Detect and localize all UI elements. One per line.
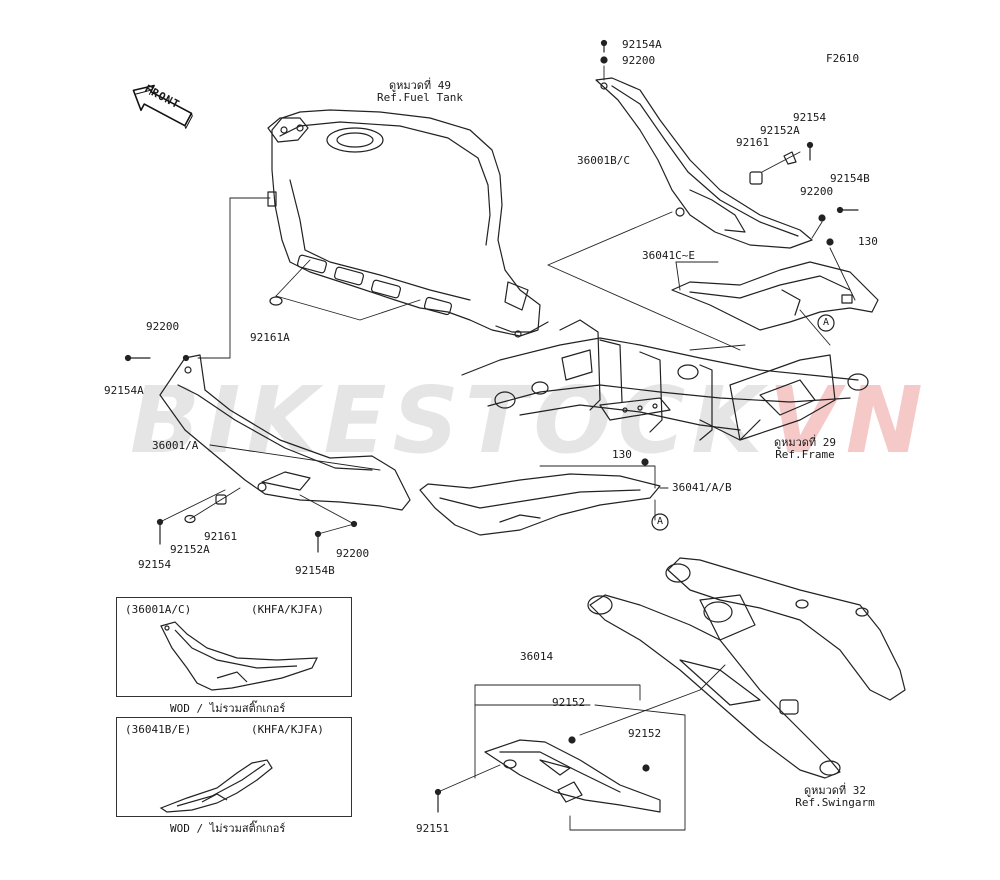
nut-92200-right-shape [818, 214, 826, 222]
marker-a-upper-shape [817, 314, 835, 332]
part-92161A: 92161A [250, 331, 290, 344]
diagram-code: F2610 [826, 52, 860, 65]
part-36014: 36014 [520, 650, 554, 663]
part-92152A-bottom: 92152A [170, 543, 210, 556]
washer-92152A-right-shape [783, 151, 797, 165]
part-92200-right: 92200 [800, 185, 834, 198]
left-cover-leaders [159, 444, 381, 535]
part-92161-bottom: 92161 [204, 530, 238, 543]
part-130-mid: 130 [612, 448, 632, 461]
part-92200-top: 92200 [622, 54, 656, 67]
side-cover-36001BC-shape [595, 77, 813, 249]
part-92154-right: 92154 [793, 111, 827, 124]
marker-a-lower: A [656, 516, 664, 527]
ref-swingarm-line2: Ref.Swingarm [795, 796, 875, 809]
part-92200-left: 92200 [146, 320, 180, 333]
part-92200-bottom: 92200 [336, 547, 370, 560]
nut-92152-b-shape [642, 764, 650, 772]
nut-92200-left-shape [182, 354, 190, 362]
part-92154-bottom: 92154 [138, 558, 172, 571]
ref-frame-line1: ดูหมวดที่ 29 [773, 436, 837, 449]
nut-92200-top-shape [600, 56, 608, 64]
bolt-92154A-top-shape [600, 39, 608, 53]
part-36041CE: 36041C~E [642, 249, 695, 262]
nut-130-mid-shape [641, 458, 649, 466]
marker-a-upper: A [822, 317, 830, 328]
side-cover-36001A-shape [159, 354, 411, 511]
part-92154A-top: 92154A [622, 38, 662, 51]
part-130-right: 130 [858, 235, 878, 248]
watermark-accent: VN [768, 367, 929, 474]
inset-36041-model: (KHFA/KJFA) [251, 723, 324, 736]
ref-frame-line2: Ref.Frame [775, 448, 835, 461]
bolt-92154A-left-shape [124, 354, 151, 362]
frame-shape [461, 319, 869, 441]
nut-130-right-shape [826, 238, 834, 246]
under-cover-36041AB-shape [419, 473, 661, 536]
part-92154A-left: 92154A [104, 384, 144, 397]
part-92154B-right: 92154B [830, 172, 870, 185]
right-cover-leaders [603, 65, 823, 239]
part-92152-b: 92152 [628, 727, 662, 740]
chain-guard-leaders [437, 664, 726, 831]
part-36001BC: 36001B/C [577, 154, 630, 167]
ref-fuel-tank-line2: Ref.Fuel Tank [376, 91, 464, 104]
swingarm-shape [587, 557, 906, 779]
part-36041AB: 36041/A/B [672, 481, 732, 494]
bolt-92154-shape [156, 518, 164, 545]
nut-92152-a-shape [568, 736, 576, 744]
part-92154B-bottom: 92154B [295, 564, 335, 577]
part-92161-right: 92161 [736, 136, 770, 149]
under-cover-36041CE-shape [671, 261, 879, 331]
inset-36041-note: WOD / ไม่รวมสติ๊กเกอร์ [170, 822, 286, 835]
inset-36001-note: WOD / ไม่รวมสติ๊กเกอร์ [170, 702, 286, 715]
grommet-92161-shape [215, 494, 227, 505]
under-cover-ce-leaders [675, 247, 856, 346]
inset-36001-shape [160, 621, 318, 691]
fuel-tank-shape [267, 109, 549, 338]
bolt-92154B-right-shape [836, 206, 859, 214]
inset-36001: (36001A/C) (KHFA/KJFA) [116, 597, 352, 697]
chain-guard-36014-shape [484, 739, 661, 813]
washer-92152A-shape [184, 514, 196, 524]
inset-36001-part: (36001A/C) [125, 603, 192, 616]
ref-swingarm-line1: ดูหมวดที่ 32 [803, 784, 867, 797]
frame-leaders [547, 211, 746, 351]
part-92151: 92151 [416, 822, 450, 835]
tank-leader-lines [197, 197, 421, 359]
ref-fuel-tank-line1: ดูหมวดที่ 49 [388, 79, 452, 92]
bolt-92151-shape [434, 788, 442, 813]
inset-36041-part: (36041B/E) [125, 723, 192, 736]
marker-a-lower-shape [651, 513, 669, 531]
washer-92161A-shape [269, 296, 283, 306]
bolt-92154B-shape [314, 530, 322, 553]
under-cover-leaders [539, 465, 669, 521]
part-92152-a: 92152 [552, 696, 586, 709]
inset-36041: (36041B/E) (KHFA/KJFA) [116, 717, 352, 817]
front-arrow-icon [132, 84, 193, 129]
bolt-92154-right-shape [806, 141, 814, 161]
inset-36041-shape [159, 759, 273, 813]
part-36001A: 36001/A [152, 439, 199, 452]
grommet-92161-right-shape [749, 171, 763, 185]
part-92152A-right: 92152A [760, 124, 800, 137]
inset-36001-model: (KHFA/KJFA) [251, 603, 324, 616]
